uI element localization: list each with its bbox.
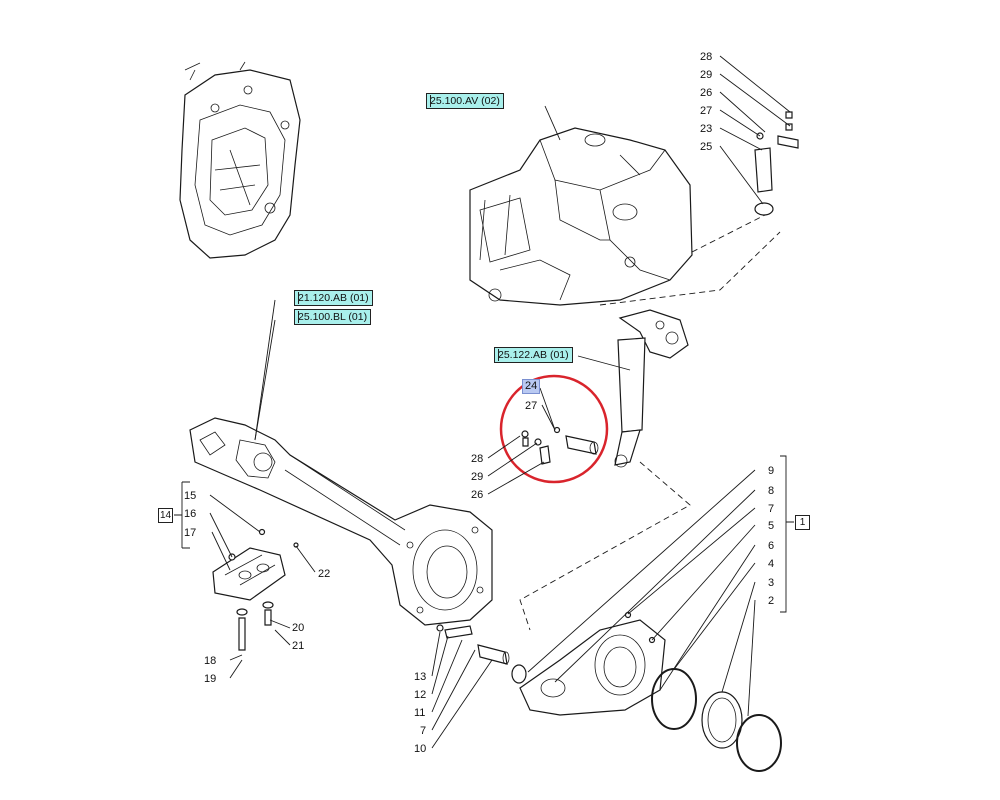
callout-16[interactable]: 16 [184,508,196,520]
callout-22[interactable]: 22 [318,568,330,580]
dash-line-top [691,214,766,253]
group-14-box[interactable]: 14 [158,508,173,523]
ref-link-21-120-ab[interactable]: 21.120.AB (01) [294,290,373,306]
o-ring-left[interactable] [651,668,697,730]
callout-19[interactable]: 19 [204,673,216,685]
callout-24-selected[interactable]: 24 [522,379,541,394]
callout-8[interactable]: 8 [768,485,774,497]
bushing-ring[interactable] [701,691,743,749]
ref-link-25-100-av[interactable]: 25.100.AV (02) [426,93,504,109]
callout-23[interactable]: 23 [700,123,712,135]
callout-25[interactable]: 25 [700,141,712,153]
callout-10[interactable]: 10 [414,743,426,755]
pivot-pin-lower[interactable] [436,624,510,665]
callout-12[interactable]: 12 [414,689,426,701]
red-highlight-circle [499,374,609,484]
callout-6[interactable]: 6 [768,540,774,552]
callout-29-mid[interactable]: 29 [471,471,483,483]
dash-line-pivot [519,461,691,631]
callout-27-mid[interactable]: 27 [525,400,537,412]
front-axle-housing[interactable] [189,417,493,626]
steering-cylinder[interactable] [614,309,689,468]
callout-18[interactable]: 18 [204,655,216,667]
transmission-housing[interactable] [179,61,301,259]
group-1-box[interactable]: 1 [795,515,810,530]
callout-4[interactable]: 4 [768,558,774,570]
callout-27-top[interactable]: 27 [700,105,712,117]
dash-line-frame [599,231,781,306]
pivot-bracket[interactable] [511,611,666,716]
callout-9[interactable]: 9 [768,465,774,477]
callout-17[interactable]: 17 [184,527,196,539]
callout-20[interactable]: 20 [292,622,304,634]
callout-7-left[interactable]: 7 [420,725,426,737]
ref-link-25-122-ab[interactable]: 25.122.AB (01) [494,347,573,363]
callout-26-top[interactable]: 26 [700,87,712,99]
callout-29-top[interactable]: 29 [700,69,712,81]
callout-28-mid[interactable]: 28 [471,453,483,465]
axle-support-bracket[interactable] [212,528,299,651]
callout-3[interactable]: 3 [768,577,774,589]
callout-2[interactable]: 2 [768,595,774,607]
callout-21[interactable]: 21 [292,640,304,652]
ref-link-25-100-bl[interactable]: 25.100.BL (01) [294,309,372,325]
pin-parts-top[interactable] [754,111,799,216]
callout-5[interactable]: 5 [768,520,774,532]
callout-7-right[interactable]: 7 [768,503,774,515]
callout-28-top[interactable]: 28 [700,51,712,63]
callout-26-mid[interactable]: 26 [471,489,483,501]
callout-11[interactable]: 11 [414,707,425,719]
callout-15[interactable]: 15 [184,490,196,502]
o-ring-right[interactable] [736,714,782,772]
callout-13[interactable]: 13 [414,671,426,683]
front-support-frame[interactable] [469,127,693,306]
